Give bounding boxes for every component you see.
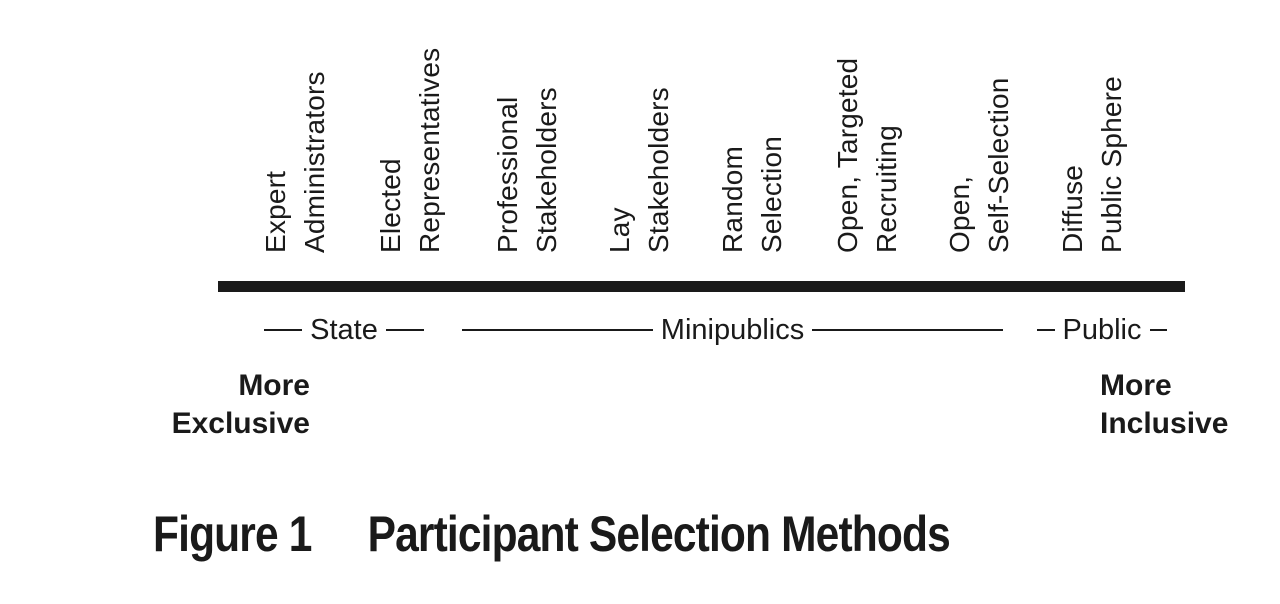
range-label-public: Public (1062, 314, 1142, 346)
pole-line: Exclusive (171, 407, 310, 440)
method-label-line: Lay (604, 207, 635, 253)
method-label-expert-administrators: Expert Administrators (256, 71, 334, 253)
method-label-line: Diffuse (1057, 164, 1088, 253)
method-label-diffuse-public-sphere: Diffuse Public Sphere (1053, 76, 1131, 253)
pole-more-inclusive: More Inclusive (1100, 367, 1228, 443)
range-label-state: State (310, 314, 378, 346)
method-label-line: Expert (260, 170, 291, 253)
pole-line: More (1100, 369, 1172, 402)
pole-line: Inclusive (1100, 407, 1229, 440)
figure-title: Participant Selection Methods (367, 506, 951, 562)
range-line-left (264, 328, 303, 332)
method-label-line: Random (717, 145, 748, 253)
method-label-line: Open, (944, 175, 975, 253)
method-label-line: Stakeholders (643, 87, 674, 253)
method-label-line: Self-Selection (983, 77, 1014, 253)
method-label-line: Public Sphere (1096, 76, 1127, 253)
range-group-minipublics: Minipublics (462, 312, 1004, 348)
spectrum-axis-bar (218, 281, 1185, 292)
method-label-line: Open, Targeted (832, 57, 863, 253)
range-group-public: Public (1037, 312, 1167, 348)
method-label-line: Stakeholders (531, 87, 562, 253)
method-label-line: Representatives (414, 47, 445, 253)
range-label-minipublics: Minipublics (660, 314, 805, 346)
method-label-line: Recruiting (871, 124, 902, 253)
range-group-state: State (264, 312, 424, 348)
range-line-left (462, 328, 653, 332)
method-label-line: Elected (375, 158, 406, 253)
method-label-elected-representatives: Elected Representatives (371, 48, 449, 253)
method-label-lay-stakeholders: Lay Stakeholders (600, 87, 678, 253)
range-line-left (1037, 328, 1055, 332)
figure-caption: Figure 1 Participant Selection Methods (153, 506, 951, 562)
method-label-professional-stakeholders: Professional Stakeholders (488, 87, 566, 253)
method-label-line: Professional (492, 96, 523, 253)
range-line-right (812, 328, 1004, 332)
method-label-random-selection: Random Selection (713, 136, 791, 253)
method-label-line: Selection (756, 136, 787, 253)
range-line-right (385, 328, 424, 332)
method-label-open-self-selection: Open, Self-Selection (940, 77, 1018, 253)
pole-line: More (238, 369, 310, 402)
pole-more-exclusive: More Exclusive (150, 367, 310, 443)
figure-number: Figure 1 (153, 506, 312, 562)
method-label-open-targeted-recruiting: Open, Targeted Recruiting (828, 58, 906, 253)
method-label-line: Administrators (299, 71, 330, 253)
range-line-right (1149, 328, 1167, 332)
